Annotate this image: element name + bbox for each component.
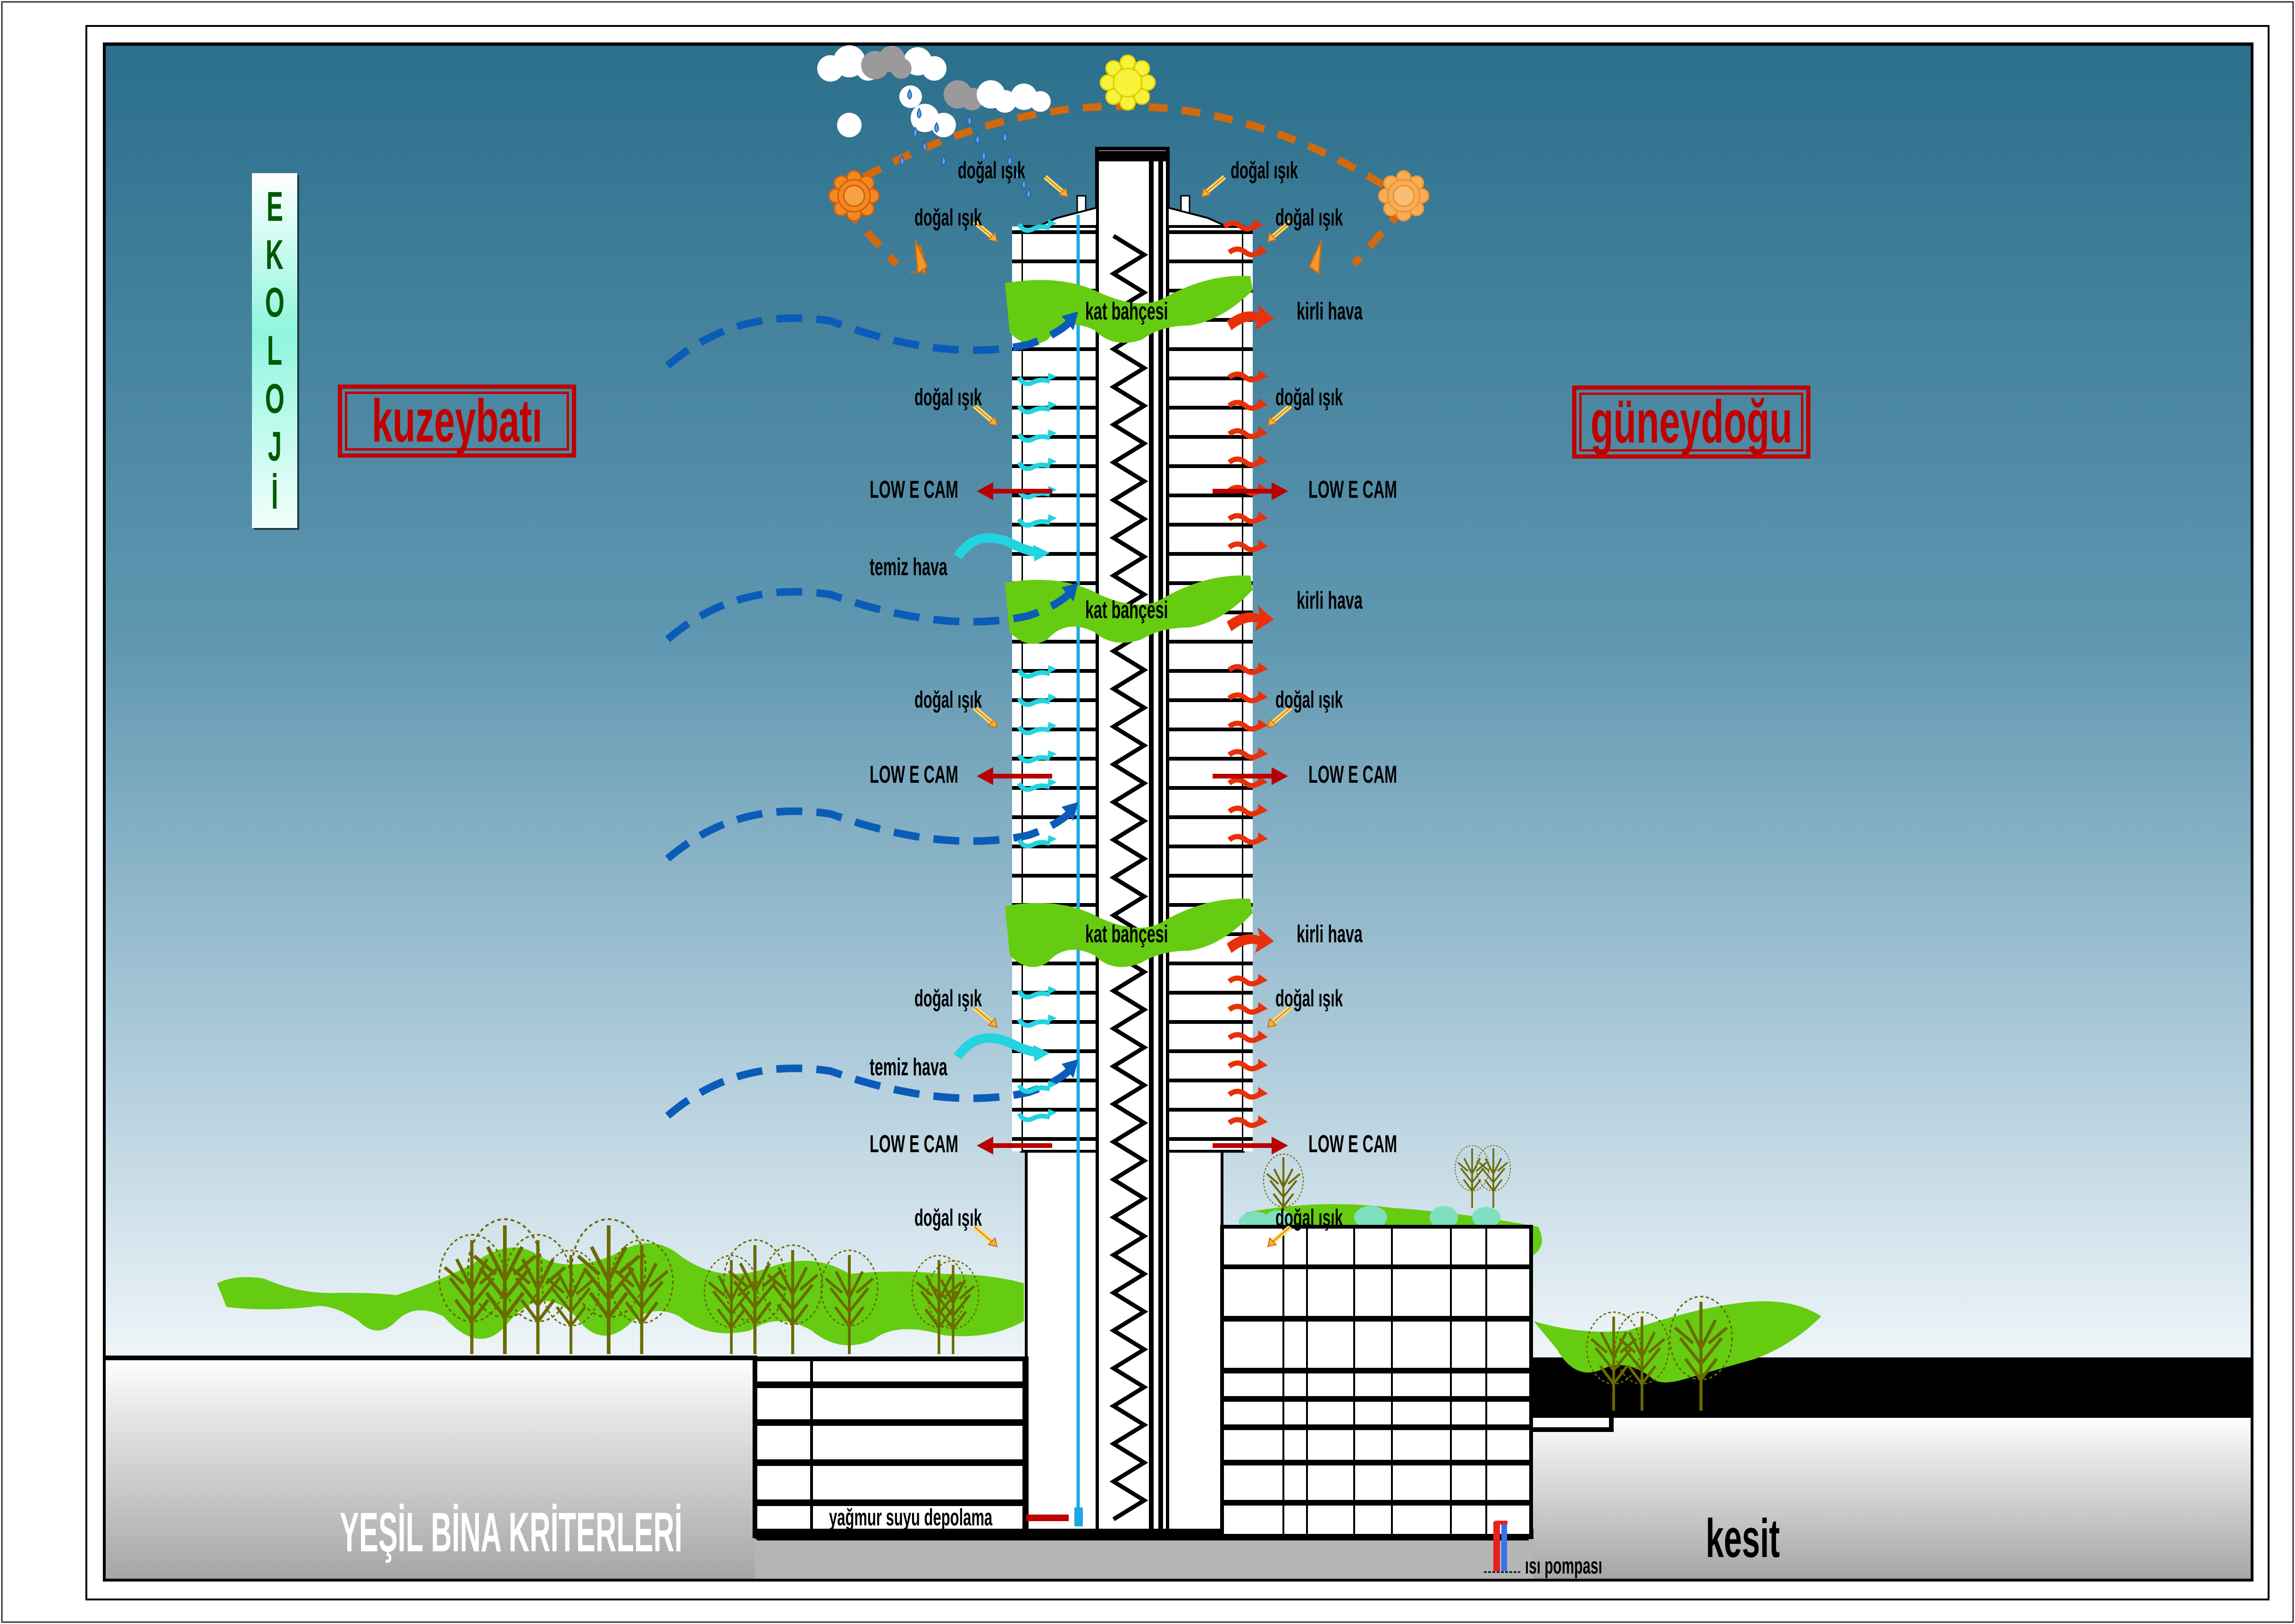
sun-icon-right: [1378, 170, 1430, 222]
ekoloji-letter: L: [267, 326, 283, 374]
ekoloji-letter: O: [265, 375, 285, 422]
fresh-air-label: temiz hava: [870, 553, 947, 581]
low-e-glass-label: LOW E CAM: [870, 1130, 959, 1158]
direction-label-inner-border: [1579, 393, 1803, 452]
ground-left: [106, 1359, 757, 1579]
natural-light-label: doğal ışık: [914, 686, 982, 713]
tower-section: [1012, 147, 1253, 1538]
podium-right: [1220, 1225, 1533, 1538]
sun-path-right-tail: [1351, 205, 1407, 267]
natural-light-label: doğal ışık: [914, 384, 982, 410]
polluted-air-label: kirli hava: [1297, 298, 1363, 325]
polluted-air-big-arrows: [1227, 304, 1274, 953]
ground-line-right: [1531, 1413, 2251, 1432]
ground-under-building: [755, 1540, 1533, 1579]
natural-light-label: doğal ışık: [1275, 686, 1343, 713]
low-e-glass-label: LOW E CAM: [870, 761, 959, 788]
ekoloji-letter: E: [266, 183, 283, 230]
landscape-green-left: [217, 1243, 1024, 1346]
ground-right: [1529, 1418, 2251, 1579]
rainwater-tank: [1074, 1507, 1083, 1526]
direction-label-southeast: güneydoğu: [1572, 385, 1810, 459]
floor-garden-1: [1005, 276, 1253, 344]
natural-light-label: doğal ışık: [1275, 1205, 1343, 1231]
low-e-glass-label: LOW E CAM: [1308, 1130, 1398, 1158]
sun-icon-top: [1099, 54, 1156, 111]
direction-label-northwest: kuzeybatı: [338, 385, 576, 458]
ekoloji-letter: O: [265, 279, 285, 326]
ekoloji-letter: İ: [271, 471, 278, 518]
low-e-glass-arrows: [977, 482, 1288, 1155]
wind-arrowheads: [1062, 311, 1078, 1078]
low-e-glass-label: LOW E CAM: [1308, 761, 1398, 788]
rainwater-storage-arrow: [1026, 1515, 1069, 1521]
page-title: YEŞİL BİNA KRİTERLERİ: [340, 1501, 683, 1564]
rain-drops-icon: [900, 88, 1031, 199]
natural-light-label: doğal ışık: [1275, 985, 1343, 1012]
rainwater-storage-label: yağmur suyu depolama: [829, 1504, 993, 1531]
polluted-air-label: kirli hava: [1297, 587, 1363, 614]
natural-light-label: doğal ışık: [914, 1205, 982, 1231]
low-e-glass-label: LOW E CAM: [1308, 476, 1398, 503]
ekoloji-letter: J: [268, 423, 282, 470]
polluted-air-label: kirli hava: [1297, 921, 1363, 948]
floor-garden-label: kat bahçesi: [1085, 596, 1168, 624]
natural-light-label: doğal ışık: [1275, 384, 1343, 410]
heat-pump-icon: [1484, 1521, 1520, 1573]
direction-text-northwest: kuzeybatı: [371, 387, 543, 455]
sun-beam-right-2: [1308, 240, 1322, 275]
low-e-glass-label: LOW E CAM: [870, 476, 959, 503]
floor-garden-label: kat bahçesi: [1085, 298, 1168, 325]
direction-text-southeast: güneydoğu: [1590, 388, 1792, 456]
section-subtitle: kesit: [1706, 1508, 1780, 1569]
fresh-air-label: temiz hava: [870, 1054, 947, 1081]
natural-light-label: doğal ışık: [1275, 204, 1343, 231]
sun-beam-left-2: [914, 240, 928, 275]
natural-light-label: doğal ışık: [1231, 157, 1298, 184]
natural-light-label: doğal ışık: [914, 204, 982, 231]
direction-label-inner-border: [345, 392, 569, 451]
floor-garden-label: kat bahçesi: [1085, 921, 1168, 948]
ekoloji-letter: K: [265, 231, 284, 278]
fresh-air-swoop-icon: [954, 533, 1050, 1062]
heat-pump-label: ısı pompası: [1525, 1554, 1602, 1579]
floor-garden-3: [1005, 898, 1253, 967]
natural-light-label: doğal ışık: [958, 157, 1025, 184]
sun-icon-left: [828, 170, 880, 222]
natural-light-label: doğal ışık: [914, 985, 982, 1012]
ekoloji-side-label: E K O L O J İ: [252, 173, 297, 528]
